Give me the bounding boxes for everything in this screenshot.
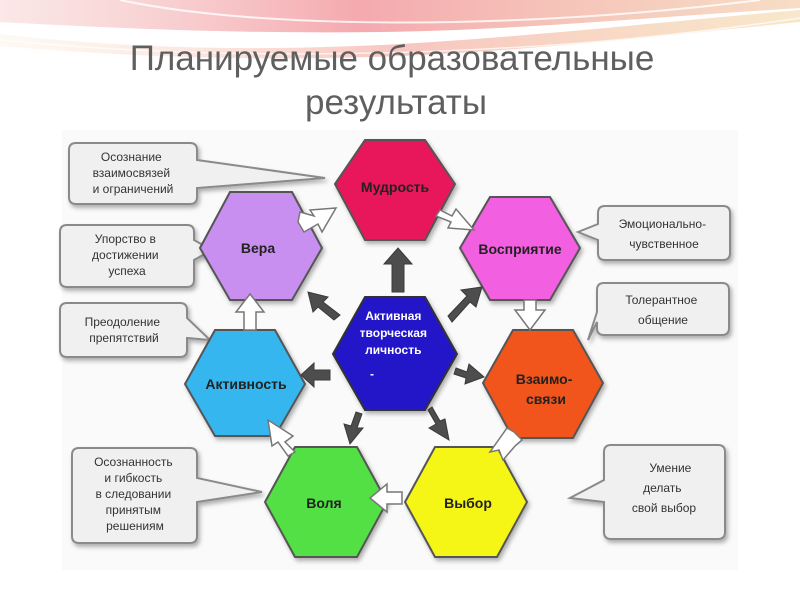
cycle-arrows: [234, 207, 547, 514]
arrow-center-to-activity: [300, 361, 331, 389]
callout-tolerant-line-1: Толерантное: [625, 293, 697, 307]
callout-persistence-line-2: достижении: [92, 248, 159, 262]
hex-wisdom-label: Мудрость: [361, 179, 430, 195]
callout-persistence-line-3: успеха: [108, 264, 146, 278]
hex-wisdom-shape: [333, 139, 457, 241]
arrow-activity-to-faith: [234, 292, 266, 331]
hex-center-label: Активная творческая личность -: [360, 309, 431, 381]
arrow-center-to-relations: [453, 363, 485, 385]
callout-flexibility-line-2: и гибкость: [104, 471, 162, 485]
callout-ability-line-1: Умение: [649, 461, 691, 475]
page-title-line-1: Планируемые образовательные: [129, 39, 655, 78]
svg-text:Осознанность и гибкость: Осознанность и гибкость в следовании при…: [94, 455, 176, 533]
hex-center-line-4: -: [370, 367, 374, 381]
callout-ability-line-2: делать: [643, 481, 681, 495]
hex-faith-label: Вера: [241, 240, 275, 256]
callout-flexibility-line-3: в следовании: [95, 487, 171, 501]
hex-will-label: Воля: [306, 495, 341, 511]
hex-perception: Восприятие: [458, 196, 582, 301]
hex-relations: Взаимо- связи: [481, 329, 605, 439]
hex-choice-shape: [403, 446, 529, 558]
hex-center: Активная творческая личность -: [331, 296, 459, 411]
callout-emotional-line-2: чувственное: [629, 237, 699, 251]
hex-wisdom: Мудрость: [333, 139, 457, 241]
callout-overcoming: Преодоление препятствий: [59, 302, 213, 358]
hex-relations-line-1: Взаимо-: [516, 371, 573, 387]
svg-text:Осознание взаимосвязей: Осознание взаимосвязей и ограничений: [93, 150, 174, 196]
svg-text:Преодоление препятствий: Преодоление препятствий: [85, 315, 164, 345]
callout-emotional-line-1: Эмоционально-: [619, 217, 707, 231]
svg-text:Упорство в достижении: Упорство в достижении успеха: [92, 232, 162, 278]
hex-relations-label: Взаимо- связи: [516, 371, 577, 407]
hex-center-shape: [331, 296, 459, 411]
hex-choice-label: Выбор: [444, 495, 492, 511]
hex-center-line-3: личность: [365, 343, 421, 357]
callout-overcoming-line-2: препятствий: [89, 331, 158, 345]
arrow-center-to-choice: [427, 406, 450, 442]
svg-text:Умение делать свой: Умение делать свой выбор: [632, 461, 696, 515]
arrow-perception-to-relations: [513, 299, 547, 332]
callout-overcoming-line-1: Преодоление: [85, 315, 161, 329]
arrow-center-to-perception: [447, 286, 483, 323]
svg-text:Толерантное общение: Толерантное общение: [625, 293, 700, 327]
hex-activity-shape: [183, 329, 307, 437]
callout-tolerant: Толерантное общение: [587, 282, 730, 341]
arrow-choice-to-will: [368, 482, 403, 514]
arrow-center-to-faith: [307, 291, 341, 321]
svg-text:Эмоционально- чувственно: Эмоционально- чувственное: [619, 217, 710, 251]
hex-perception-label: Восприятие: [478, 241, 562, 257]
callout-flexibility-line-5: решениям: [106, 519, 164, 533]
hex-choice: Выбор: [403, 446, 529, 558]
arrow-faith-to-wisdom: [297, 207, 338, 234]
callout-awareness-line-1: Осознание: [101, 150, 162, 164]
callout-awareness: Осознание взаимосвязей и ограничений: [68, 142, 326, 205]
hex-center-line-2: творческая: [360, 326, 427, 340]
callout-tolerant-line-2: общение: [638, 313, 688, 327]
radial-arrows: [300, 247, 485, 446]
hex-activity: Активность: [183, 329, 307, 437]
hex-faith-shape: [198, 191, 324, 301]
arrow-center-to-will: [343, 411, 365, 446]
arrow-relations-to-choice: [488, 427, 524, 462]
callout-awareness-line-3: и ограничений: [93, 182, 174, 196]
header-decoration: [0, 0, 800, 59]
callout-ability-line-3: свой выбор: [632, 501, 696, 515]
hex-center-line-1: Активная: [365, 309, 421, 323]
callout-flexibility: Осознанность и гибкость в следовании при…: [71, 447, 263, 544]
callout-emotional: Эмоционально- чувственное: [575, 205, 731, 261]
hex-activity-label: Активность: [205, 376, 287, 392]
arrow-center-to-wisdom: [382, 247, 414, 293]
callout-flexibility-line-1: Осознанность: [94, 455, 173, 469]
callout-persistence-line-1: Упорство в: [95, 232, 156, 246]
callout-flexibility-line-4: принятым: [106, 503, 161, 517]
hex-faith: Вера: [198, 191, 324, 301]
callout-awareness-line-2: взаимосвязей: [93, 166, 171, 180]
hex-perception-shape: [458, 196, 582, 301]
diagram: Осознание взаимосвязей и ограничений Упо…: [59, 130, 738, 570]
page-title-line-2: результаты: [305, 83, 487, 122]
callout-ability: Умение делать свой выбор: [566, 444, 726, 540]
arrow-will-to-activity: [267, 418, 297, 457]
hex-relations-line-2: связи: [526, 391, 566, 407]
callout-persistence: Упорство в достижении успеха: [59, 224, 215, 288]
arrow-wisdom-to-perception: [434, 207, 476, 231]
